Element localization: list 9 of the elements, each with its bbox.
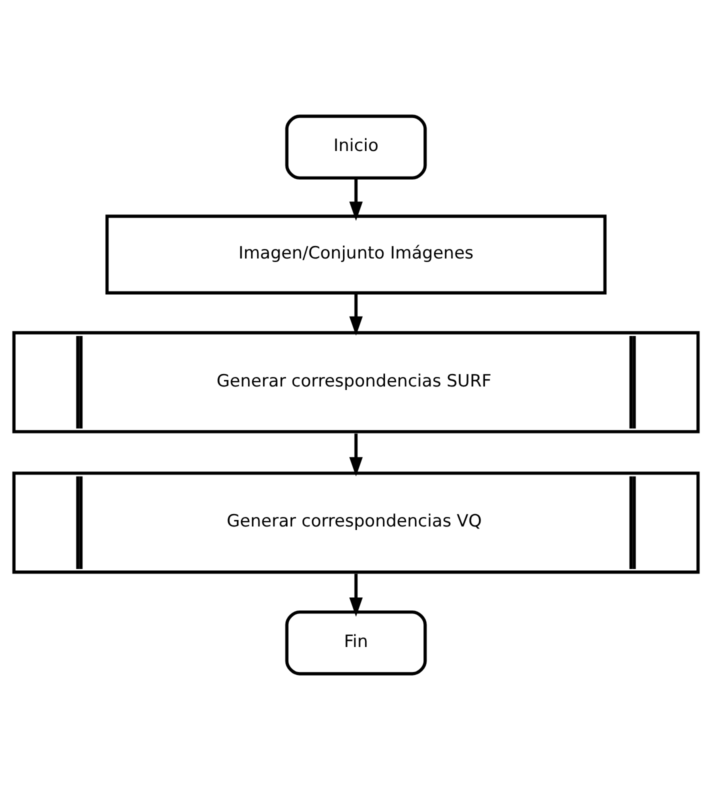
node-box: Fin — [285, 610, 427, 675]
node-box: Generar correspondencias VQ — [12, 471, 700, 574]
node-box: Generar correspondencias SURF — [12, 330, 700, 433]
arrow — [349, 292, 363, 336]
arrow — [349, 433, 363, 476]
arrow — [349, 573, 363, 616]
node-box: Inicio — [285, 114, 427, 180]
node-box: Imagen/Conjunto Imágenes — [105, 214, 607, 294]
arrow — [349, 178, 363, 220]
